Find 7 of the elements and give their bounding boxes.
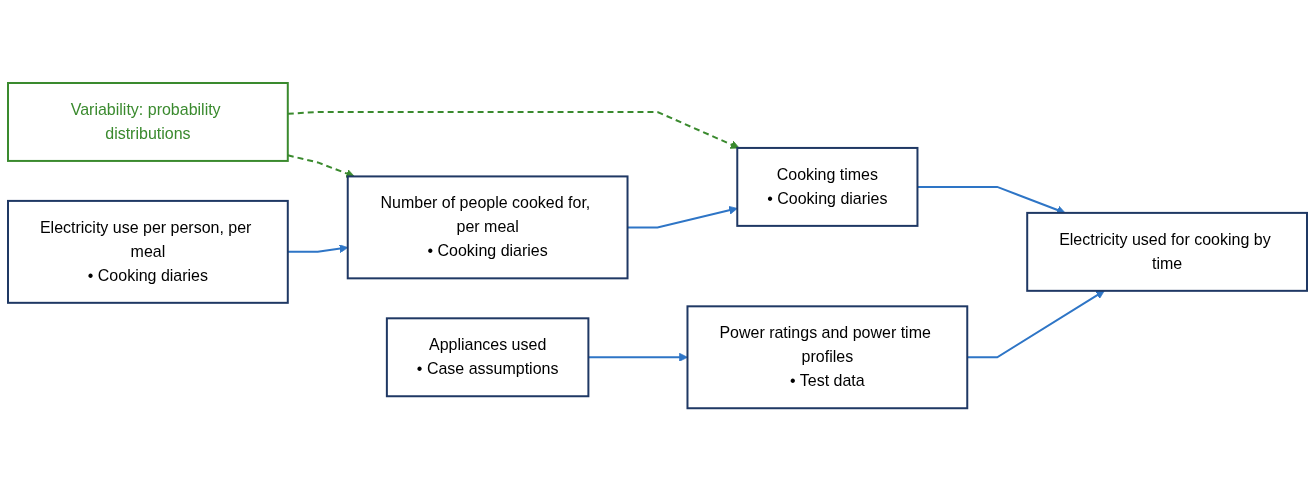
node-box: Power ratings and power time profiles • Test data — [686, 305, 969, 410]
node-box: Variability: probability distributions — [7, 82, 289, 163]
node-box: Appliances used • Case assumptions — [385, 317, 590, 398]
node-box: Electricity used for cooking by time — [1026, 212, 1308, 293]
node-box: Number of people cooked for, per meal • Cooking diaries — [346, 175, 629, 280]
node-box: Electricity use per person, per meal • Cooking diaries — [7, 200, 289, 305]
node-box: Cooking times • Cooking diaries — [736, 147, 919, 228]
